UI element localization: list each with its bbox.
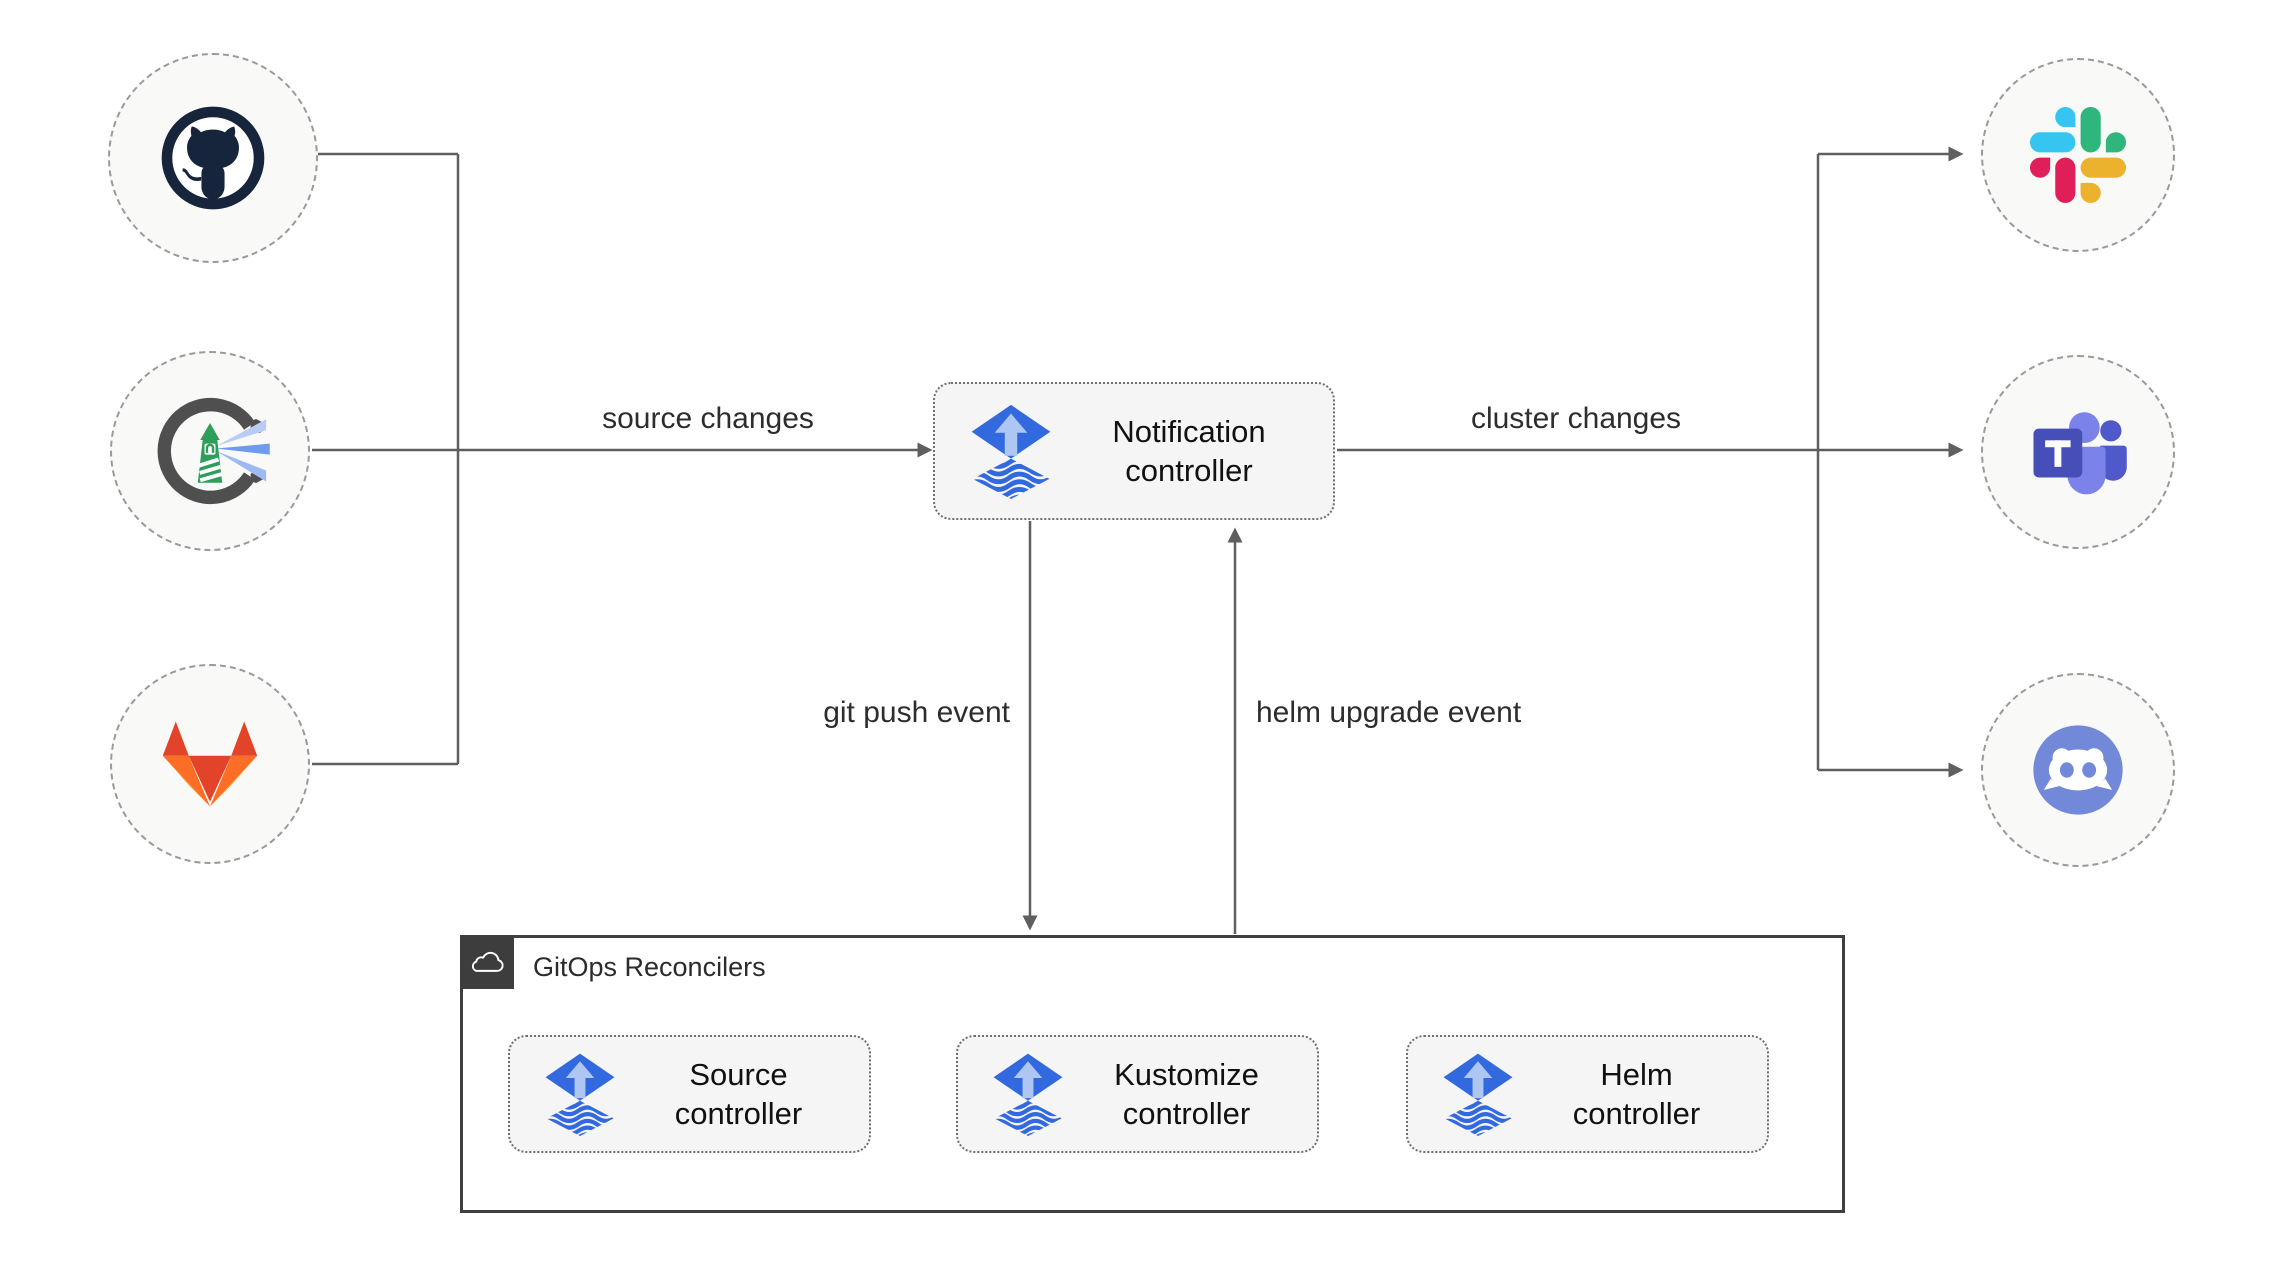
discord-icon [2033,725,2123,815]
source-node-harbor [110,351,310,551]
harbor-icon [157,397,270,505]
edge-label-source-changes: source changes [602,402,814,435]
notification-controller-label: Notification controller [1112,414,1266,488]
flux-icon [963,401,1059,501]
provider-node-discord [1981,673,2175,867]
flux-icon [538,1050,622,1138]
kustomize-controller-label: Kustomize controller [1114,1057,1259,1131]
flux-icon [986,1050,1070,1138]
notification-controller-node: Notification controller [933,382,1335,520]
gitops-reconcilers-label: GitOps Reconcilers [533,952,766,982]
slack-icon [2030,107,2126,203]
microsoft-teams-icon [2033,412,2127,495]
source-node-gitlab [110,664,310,864]
gitlab-icon [162,721,258,807]
source-controller-node: Source controller [508,1035,871,1153]
provider-node-teams [1981,355,2175,549]
edge-label-git-push-event: git push event [823,696,1010,729]
source-node-github [108,53,318,263]
cloud-icon [471,951,504,972]
group-corner-badge [460,935,514,989]
helm-controller-node: Helm controller [1406,1035,1769,1153]
edge-label-helm-upgrade-event: helm upgrade event [1256,696,1522,729]
gitops-reconcilers-group: GitOps Reconcilers Source controller Kus… [460,935,1845,1213]
source-controller-label: Source controller [674,1057,803,1131]
edge-label-cluster-changes: cluster changes [1470,402,1682,435]
github-icon [161,106,265,210]
helm-controller-label: Helm controller [1572,1057,1701,1131]
flux-icon [1436,1050,1520,1138]
provider-node-slack [1981,58,2175,252]
kustomize-controller-node: Kustomize controller [956,1035,1319,1153]
